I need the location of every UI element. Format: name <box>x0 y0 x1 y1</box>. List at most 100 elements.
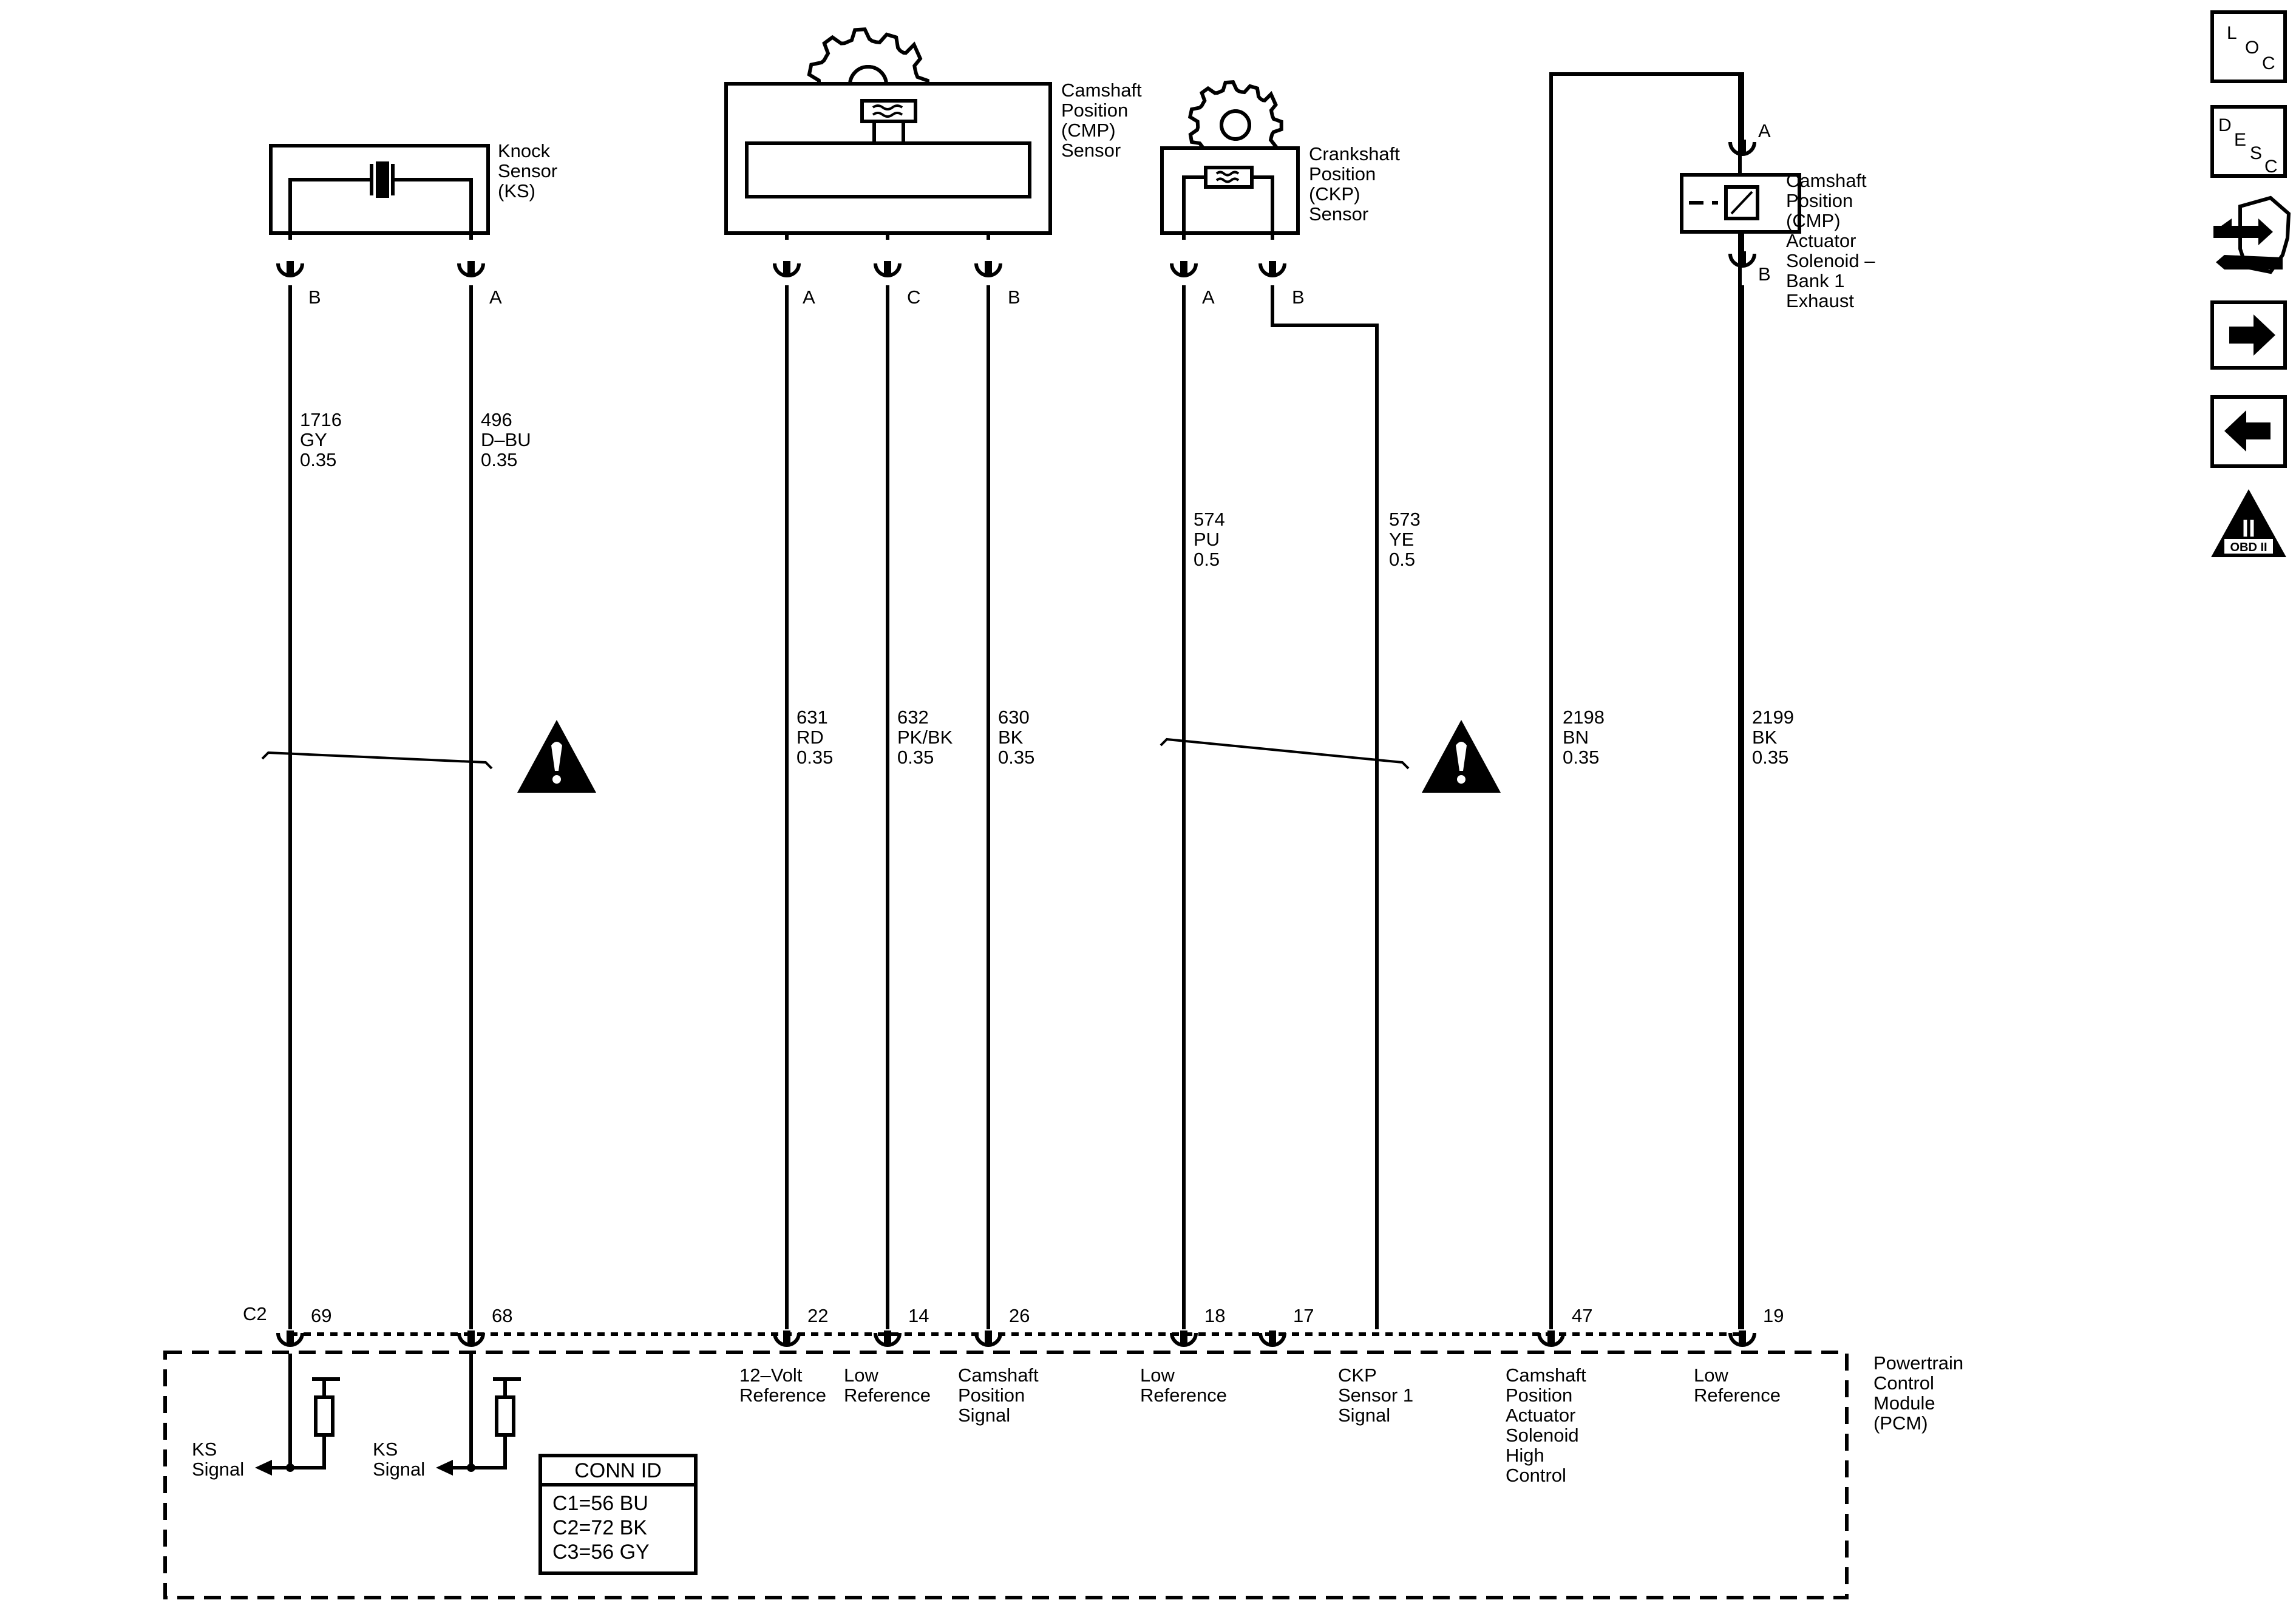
warning-icon <box>517 720 596 793</box>
signal-arrow-icon <box>255 1460 272 1476</box>
desc-icon[interactable]: D E S C <box>2210 105 2287 178</box>
obd-numeral: II <box>2242 515 2255 542</box>
pcm-circuit-label: Camshaft <box>1506 1364 1586 1386</box>
ckp-sensor: Crankshaft Position (CKP) Sensor <box>1160 80 1400 240</box>
pcm-circuit-label: Signal <box>958 1405 1010 1426</box>
circuit-number: 574 <box>1194 509 1225 530</box>
component-pin-terminal <box>773 261 801 277</box>
component-pin-letter: B <box>1758 263 1771 285</box>
pcm-circuit-label: Reference <box>844 1385 931 1406</box>
pcm-pin-number: 26 <box>1009 1305 1030 1326</box>
pcm-pin-number: 14 <box>908 1305 929 1326</box>
cmp-sensor-label-1: Camshaft <box>1061 80 1142 101</box>
component-pin-terminal <box>457 261 485 277</box>
signal-arrow-icon <box>436 1460 453 1476</box>
pcm-circuit-label: Sensor 1 <box>1338 1385 1413 1406</box>
hall-sensor-icon <box>1215 171 1240 183</box>
pcm-pin-terminal <box>457 1331 485 1347</box>
actuator-label-2: Position <box>1786 190 1853 211</box>
ks-b-internal <box>255 1354 340 1476</box>
pcm-circuit-label: High <box>1506 1445 1544 1466</box>
obd-ii-icon[interactable]: II OBD II <box>2211 489 2286 557</box>
wire-gauge: 0.35 <box>481 449 517 470</box>
actuator-label-7: Exhaust <box>1786 290 1854 311</box>
component-pin-terminal <box>1258 261 1286 277</box>
pcm-pin-terminal <box>1170 1331 1198 1347</box>
conn-id-row-1: C1=56 BU <box>552 1492 648 1515</box>
wire-gauge: 0.5 <box>1194 549 1220 570</box>
component-pin-terminal <box>1170 261 1198 277</box>
previous-arrow-icon[interactable] <box>2210 395 2287 468</box>
conn-id-table: CONN ID C1=56 BU C2=72 BK C3=56 GY <box>538 1454 698 1575</box>
twisted-pair-icon <box>1160 737 1410 770</box>
obd-label: OBD II <box>2230 541 2267 554</box>
loc-icon[interactable]: L O C <box>2210 10 2287 83</box>
wire-gauge: 0.35 <box>897 747 934 768</box>
circuit-number: 2198 <box>1563 707 1605 728</box>
connector-tool-icon[interactable] <box>2213 195 2291 274</box>
wire-gauge: 0.35 <box>998 747 1034 768</box>
component-pin-letter: A <box>489 286 502 308</box>
circuit-number: 496 <box>481 409 512 430</box>
pcm-module: Powertrain Control Module (PCM) C2 CONN … <box>163 1303 1963 1599</box>
ckp-sensor-label-3: (CKP) <box>1309 183 1360 205</box>
pcm-circuit-label: CKP <box>1338 1364 1377 1386</box>
circuit-number: 632 <box>897 707 929 728</box>
circuit-number: 1716 <box>300 409 342 430</box>
circuit-act-a: A2198BN0.3547CamshaftPositionActuatorSol… <box>1506 120 1771 1486</box>
component-pin-letter: A <box>1202 286 1215 308</box>
nav-bar: L O C D E S C II OBD II <box>2210 10 2291 557</box>
knock-sensor: Knock Sensor (KS) <box>269 140 557 240</box>
pcm-pin-number: 22 <box>807 1305 828 1326</box>
pcm-label-1: Powertrain <box>1873 1352 1963 1374</box>
component-pin-terminal <box>276 261 304 277</box>
ckp-sensor-label-4: Sensor <box>1309 203 1368 225</box>
circuit-layer: B1716GY0.3569KSSignalA496D–BU0.3568KSSig… <box>192 120 1794 1486</box>
component-pin-letter: B <box>1292 286 1305 308</box>
pcm-pin-number: 17 <box>1293 1305 1314 1326</box>
pcm-circuit-label: Control <box>1506 1465 1566 1486</box>
conn-id-row-2: C2=72 BK <box>552 1516 647 1539</box>
pcm-circuit-label: Reference <box>739 1385 826 1406</box>
pcm-circuit-label: Low <box>1140 1364 1175 1386</box>
circuit-number: 630 <box>998 707 1030 728</box>
pcm-circuit-label: Solenoid <box>1506 1425 1579 1446</box>
wire-color: GY <box>300 429 327 450</box>
resistor-icon <box>314 1395 335 1437</box>
pcm-circuit-label: Camshaft <box>958 1364 1039 1386</box>
wire-runs <box>288 285 1744 1329</box>
hall-sensor-icon <box>872 104 903 118</box>
pcm-pin-terminal <box>874 1331 902 1347</box>
warning-icon <box>1422 720 1501 793</box>
wire-color: PU <box>1194 529 1220 550</box>
pcm-pin-terminal <box>974 1331 1002 1347</box>
next-arrow-icon[interactable] <box>2210 300 2287 370</box>
desc-letter-s: S <box>2250 143 2262 163</box>
pcm-pin-terminal <box>276 1331 304 1347</box>
loc-letter-c: C <box>2262 53 2275 73</box>
component-pin-terminal <box>974 261 1002 277</box>
wire-gauge: 0.35 <box>1563 747 1599 768</box>
pcm-circuit-label: KS <box>373 1439 398 1460</box>
actuator-label-1: Camshaft <box>1786 170 1867 191</box>
pcm-circuit-label: Signal <box>192 1459 244 1480</box>
component-pin-letter: C <box>907 286 920 308</box>
cmp-sensor-label-2: Position <box>1061 100 1128 121</box>
pcm-label-2: Control <box>1873 1372 1934 1394</box>
connector-ref: C2 <box>243 1303 267 1324</box>
resistor-icon <box>495 1395 515 1437</box>
pcm-label-4: (PCM) <box>1873 1412 1928 1434</box>
wire-gauge: 0.5 <box>1389 549 1415 570</box>
pcm-pin-number: 47 <box>1572 1305 1592 1326</box>
pcm-label-3: Module <box>1873 1392 1935 1414</box>
cmp-actuator-solenoid: Camshaft Position (CMP) Actuator Solenoi… <box>1549 72 1875 1329</box>
conn-id-row-3: C3=56 GY <box>552 1541 650 1564</box>
component-pin-letter: B <box>1008 286 1021 308</box>
knock-sensor-label-3: (KS) <box>498 180 535 202</box>
solenoid-coil-icon <box>1724 185 1759 220</box>
